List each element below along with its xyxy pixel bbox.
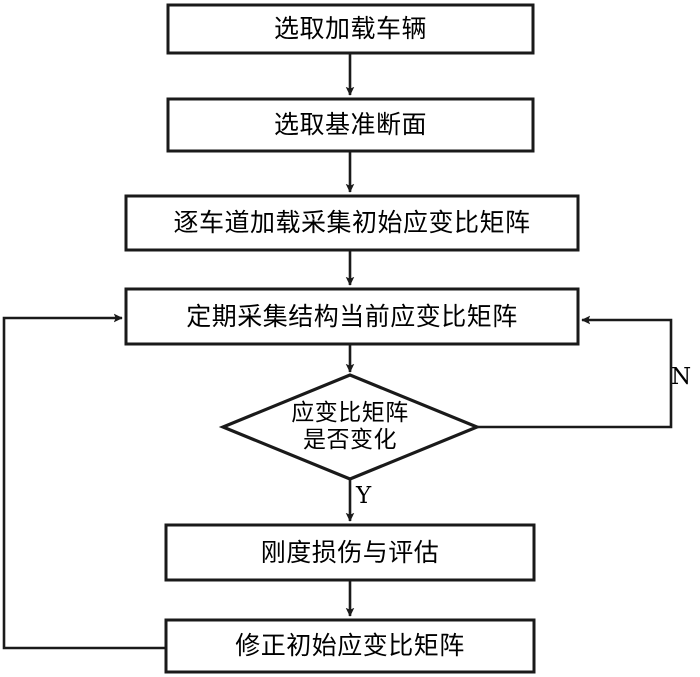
node-n6-shape[interactable] [164, 523, 536, 582]
node-n7-shape[interactable] [164, 618, 536, 674]
node-n4-shape[interactable] [124, 287, 580, 346]
node-n5-shape[interactable] [218, 373, 482, 481]
node-n2-shape[interactable] [166, 97, 535, 153]
node-n1-shape[interactable] [166, 3, 535, 55]
edge-n5-n4-no-loop [477, 315, 673, 429]
node-n3-shape[interactable] [124, 194, 580, 252]
edge-n7-n4-left-loop [2, 313, 166, 650]
